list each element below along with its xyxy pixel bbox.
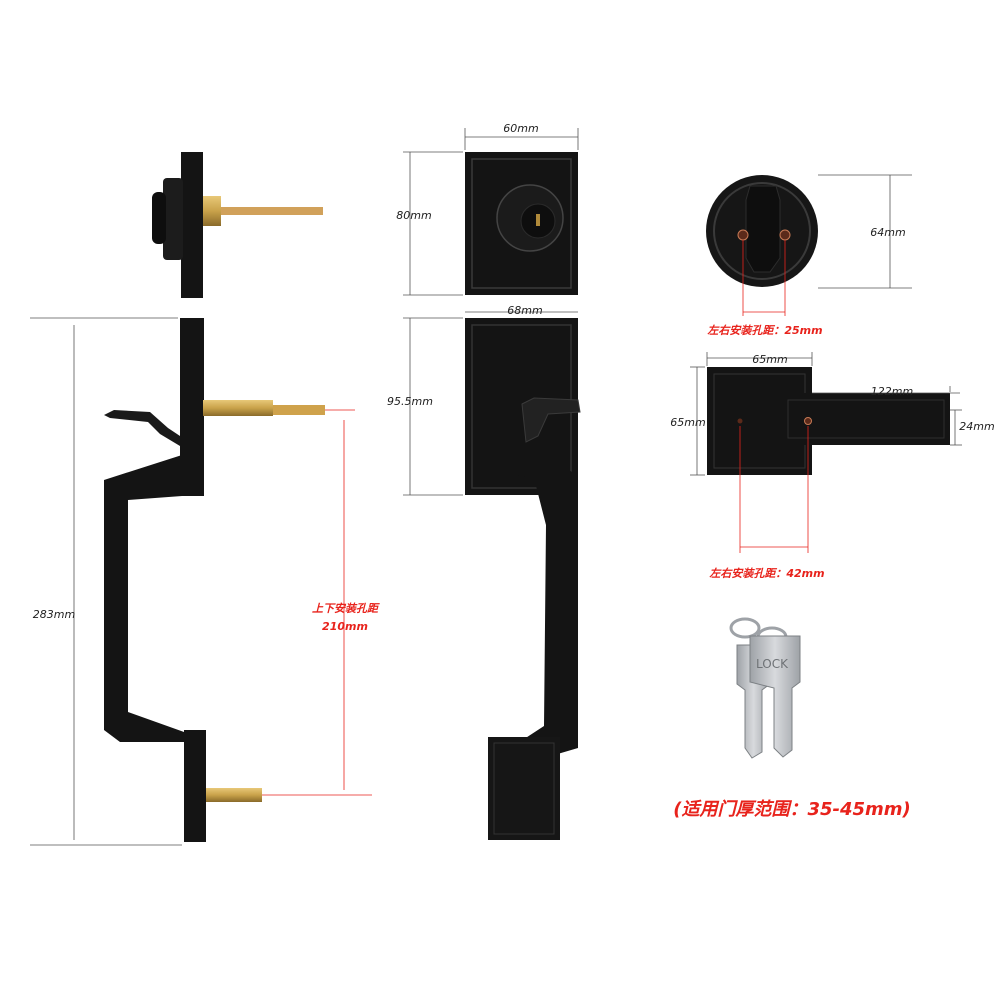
thumb-latch-front — [521, 397, 581, 443]
dim-handle-plate-height: 95.5mm — [387, 395, 433, 408]
deadbolt-tailpiece-base — [203, 196, 221, 226]
lever-view — [707, 367, 950, 475]
dim-lever-base-height: 65mm — [670, 416, 705, 429]
handleset-front-view — [465, 318, 581, 840]
rosette-ring — [713, 182, 811, 280]
dim-lever-hole-spacing: 左右安装孔距：42mm — [709, 567, 824, 580]
dim-deadbolt-width: 60mm — [503, 122, 538, 135]
dim-vertical-hole-spacing-label: 上下安装孔距 — [312, 602, 380, 615]
key-ring-left — [729, 617, 761, 639]
keys: LOCK — [729, 617, 801, 759]
thumb-latch-side — [104, 410, 180, 446]
dim-rosette-hole-spacing: 左右安装孔距：25mm — [707, 324, 822, 337]
spindle-top-tip — [273, 405, 325, 415]
dim-rosette-height: 64mm — [870, 226, 905, 239]
deadbolt-plate-bevel — [471, 158, 572, 289]
handleset-side-plate-top — [180, 318, 204, 496]
rosette-screw-right — [779, 229, 791, 241]
deadbolt-tailpiece — [221, 207, 323, 215]
dim-deadbolt-height: 80mm — [396, 209, 431, 222]
grip-front — [509, 460, 578, 758]
dim-lever-length: 122mm — [871, 385, 913, 398]
keyhole — [536, 214, 540, 226]
dim-vertical-hole-spacing-value: 210mm — [322, 620, 368, 633]
handle-bottom-plate-bevel — [493, 742, 555, 835]
grip-side-profile — [104, 455, 184, 742]
deadbolt-front-view — [465, 152, 578, 295]
deadbolt-side-cylinder — [152, 192, 166, 244]
rosette-view — [706, 175, 818, 287]
red-dimension-lines — [262, 240, 809, 796]
door-thickness-note: (适用门厚范围：35-45mm) — [673, 799, 911, 820]
lever-arm-bevel — [787, 399, 945, 439]
handleset-side-view — [104, 318, 325, 842]
key-front — [749, 635, 801, 758]
lever-set-screw — [804, 417, 812, 425]
bottom-screw-side — [206, 788, 262, 802]
dimension-lines — [30, 128, 962, 846]
key-lock-text: LOCK — [756, 657, 789, 671]
lever-base-screw — [737, 418, 743, 424]
dim-lever-base-width: 65mm — [752, 353, 787, 366]
dim-lever-thickness: 24mm — [959, 420, 994, 433]
rosette-screw-left — [737, 229, 749, 241]
handleset-side-plate-bottom — [184, 730, 206, 842]
dim-handle-plate-width: 68mm — [507, 304, 542, 317]
deadbolt-side-plate — [181, 152, 203, 298]
dim-overall-height: 283mm — [33, 608, 75, 621]
handle-bottom-plate — [488, 737, 560, 840]
deadbolt-side-body — [163, 178, 183, 260]
spindle-top — [203, 400, 273, 416]
deadbolt-side-view — [152, 152, 323, 298]
thumb-turn — [745, 185, 781, 273]
